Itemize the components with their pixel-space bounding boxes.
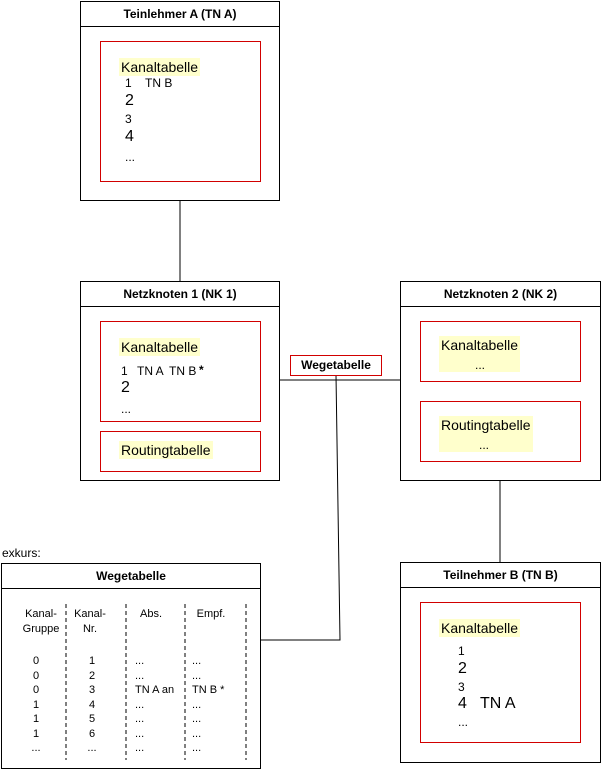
- column-header: Kanal- Gruppe: [22, 608, 60, 635]
- row-num: 4: [458, 695, 467, 712]
- kanaltabelle-box: Kanaltabelle 1 2 3 4 TN A ...: [420, 602, 581, 743]
- wegetabelle-label: Wegetabelle: [301, 358, 371, 372]
- row-num: 3: [458, 680, 465, 694]
- ellipsis: ...: [479, 438, 490, 452]
- routingtabelle-box: Routingtabelle ...: [420, 401, 581, 462]
- kanaltabelle-label: Kanaltabelle: [119, 58, 201, 76]
- column-header: Kanal- Nr.: [74, 608, 106, 635]
- kanaltabelle-box: Kanaltabelle ...: [420, 321, 581, 382]
- node-title: Teilnehmer B (TN B): [401, 563, 600, 588]
- node-title: Wegetabelle: [2, 564, 260, 589]
- ellipsis: ...: [475, 358, 486, 372]
- row-num: 4: [125, 128, 134, 145]
- node-title: Teinlehmer A (TN A): [81, 2, 279, 27]
- routingtabelle-label: Routingtabelle: [119, 441, 213, 459]
- kanaltabelle-box: Kanaltabelle 1 TN B 2 3 4 ...: [100, 41, 261, 182]
- column-header: Empf.: [196, 608, 226, 620]
- row-receiver: TN B: [169, 364, 197, 378]
- ellipsis: ...: [458, 715, 469, 729]
- line-wegetabelle-exkurs: [261, 374, 341, 641]
- column-values: 0 0 0 1 1 1 ...: [31, 655, 41, 754]
- node-netzknoten-1: Netzknoten 1 (NK 1) Kanaltabelle 1 TN A …: [80, 281, 280, 481]
- node-teilnehmer-b: Teilnehmer B (TN B) Kanaltabelle 1 2 3 4…: [400, 562, 601, 763]
- row-entry: TN B: [145, 76, 173, 90]
- row-num: 1: [458, 644, 465, 658]
- kanaltabelle-label: Kanaltabelle: [119, 338, 201, 356]
- row-num: 2: [458, 660, 467, 677]
- node-title: Netzknoten 1 (NK 1): [81, 282, 279, 307]
- kanaltabelle-label: Kanaltabelle: [439, 619, 521, 637]
- column-header: Abs.: [139, 608, 162, 620]
- column-values: 1 2 3 4 5 6 ...: [87, 655, 97, 754]
- column-values: ... ... TN B * ... ... ... ...: [192, 655, 225, 754]
- column-dividers: [65, 604, 247, 760]
- routingtabelle-box: Routingtabelle: [100, 431, 261, 472]
- exkurs-wegetabelle: Wegetabelle Kanal- Gruppe Kanal- Nr. Abs…: [1, 563, 261, 769]
- row-num: 1: [121, 364, 128, 378]
- row-num: 3: [125, 112, 132, 126]
- routingtabelle-label: Routingtabelle: [439, 416, 533, 452]
- row-num: 2: [125, 92, 134, 109]
- node-netzknoten-2: Netzknoten 2 (NK 2) Kanaltabelle ... Rou…: [400, 281, 601, 481]
- kanaltabelle-box: Kanaltabelle 1 TN A TN B * 2 ...: [100, 321, 261, 422]
- wegetabelle-label-box: Wegetabelle: [290, 355, 382, 376]
- row-num: 2: [121, 379, 130, 396]
- column-values: ... ... TN A an ... ... ... ...: [135, 655, 175, 754]
- node-title: Netzknoten 2 (NK 2): [401, 282, 600, 307]
- row-sender: TN A: [137, 364, 164, 378]
- row-entry: TN A: [480, 695, 516, 712]
- kanaltabelle-label: Kanaltabelle: [439, 336, 521, 372]
- row-marker: *: [199, 363, 204, 377]
- row-num: 1: [125, 76, 132, 90]
- ellipsis: ...: [125, 150, 136, 164]
- ellipsis: ...: [121, 402, 132, 416]
- node-teilnehmer-a: Teinlehmer A (TN A) Kanaltabelle 1 TN B …: [80, 1, 280, 201]
- exkurs-label: exkurs:: [2, 546, 41, 560]
